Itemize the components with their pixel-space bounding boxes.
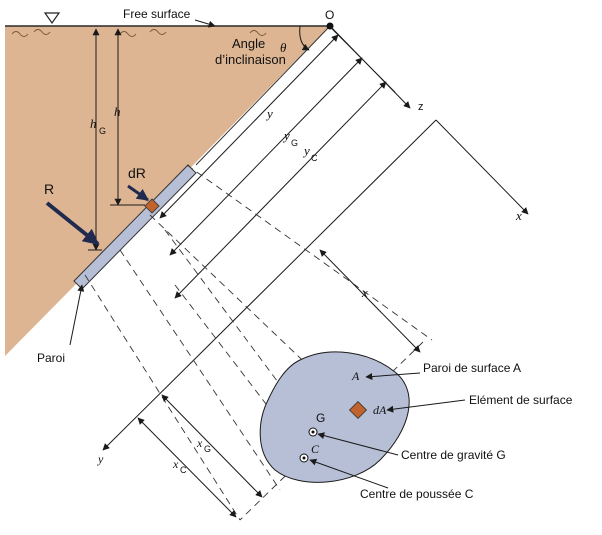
depth-dimensions <box>88 28 145 251</box>
hG-sub: G <box>99 126 106 136</box>
y-dimensions <box>159 34 387 299</box>
xC-label: x <box>172 457 179 471</box>
x-dimension <box>319 249 421 353</box>
element-surface-label: Elément de surface <box>469 393 573 407</box>
plane-top-edge <box>102 119 437 451</box>
extension-lines <box>331 28 396 93</box>
A-label: A <box>351 369 360 383</box>
paroi-label: Paroi <box>37 351 65 365</box>
projected-plate <box>259 351 410 483</box>
h-label: h <box>114 104 121 119</box>
free-surface-label: Free surface <box>123 7 191 21</box>
x-dim-label: x <box>361 285 368 300</box>
dA-label: dA <box>373 403 387 417</box>
surface-hatching <box>11 29 267 37</box>
R-label: R <box>44 181 54 197</box>
yC-label: y <box>302 143 310 158</box>
force-dR-arrow <box>127 184 149 202</box>
dR-label: dR <box>128 165 146 181</box>
z-label: z <box>418 101 424 113</box>
angle-label-1: Angle <box>232 36 265 51</box>
element-dA <box>348 400 368 420</box>
hG-label: h <box>90 116 97 131</box>
callout-arrows <box>69 19 466 489</box>
x-sub-dimensions <box>137 394 263 518</box>
water-level-icon <box>43 12 61 25</box>
yG-sub: G <box>291 138 298 148</box>
element-dR <box>144 198 160 214</box>
origin-label: O <box>325 8 334 22</box>
theta-label: θ <box>280 40 287 55</box>
x-axis <box>435 119 529 215</box>
y-label: y <box>265 106 273 121</box>
x-axis-label: x <box>515 208 522 223</box>
xG-label: x <box>196 436 203 450</box>
paroi-surface-label: Paroi de surface A <box>423 361 521 375</box>
centre-poussee-label: Centre de poussée C <box>360 487 474 501</box>
xC-sub: C <box>180 465 187 475</box>
xG-sub: G <box>204 444 211 454</box>
yC-sub: C <box>311 153 318 163</box>
angle-label-2: d’inclinaison <box>215 52 286 67</box>
yG-label: y <box>282 128 290 143</box>
C-label: C <box>311 442 320 456</box>
y-axis-label: y <box>97 452 104 466</box>
force-R-arrow <box>45 201 100 246</box>
G-label: G <box>316 411 325 425</box>
centre-gravite-label: Centre de gravité G <box>401 448 506 462</box>
